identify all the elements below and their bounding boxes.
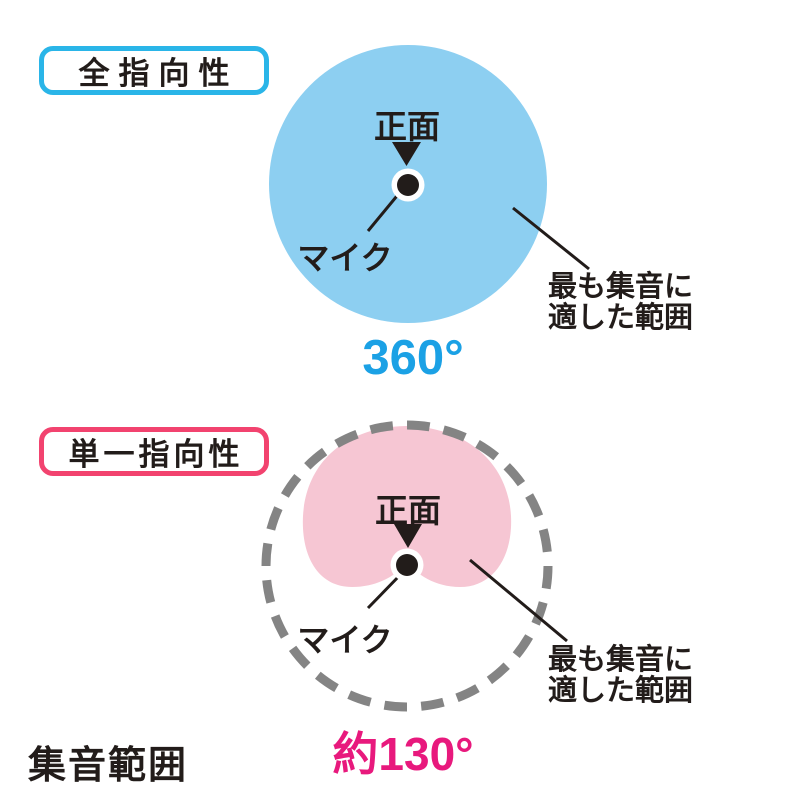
omni-front-arrow-icon [392,142,421,166]
omnidirectional-label: 全指向性 [78,56,239,91]
omnidirectional-label-box: 全指向性 [39,46,269,95]
figure-caption: 集音範囲 [28,745,189,787]
omni-angle-label: 360° [362,331,464,385]
omni-mic-dot [397,174,419,196]
omni-mic-label: マイク [297,240,393,276]
uni-range-note-line2: 適した範囲 [548,675,694,707]
omni-range-note: 最も集音に 適した範囲 [548,272,693,334]
unidirectional-label: 単一指向性 [68,437,244,472]
omni-front-label: 正面 [374,108,440,145]
uni-front-label: 正面 [375,492,441,529]
uni-mic-dot [396,554,418,576]
uni-range-note-line1: 最も集音に [548,644,694,676]
uni-mic-label: マイク [297,622,393,658]
omni-range-leader-line [512,206,590,271]
uni-pickup-area [302,426,512,587]
unidirectional-label-box: 単一指向性 [39,427,269,476]
omni-range-note-line2: 適した範囲 [548,302,694,334]
uni-angle-label: 約130° [332,728,474,780]
omni-mic-leader-line [366,190,403,232]
uni-front-arrow-icon [394,524,422,548]
uni-range-leader-line [469,558,568,643]
uni-dashed-circle [261,420,553,712]
omni-range-note-line1: 最も集音に [548,271,694,303]
uni-range-note: 最も集音に 適した範囲 [548,645,693,707]
